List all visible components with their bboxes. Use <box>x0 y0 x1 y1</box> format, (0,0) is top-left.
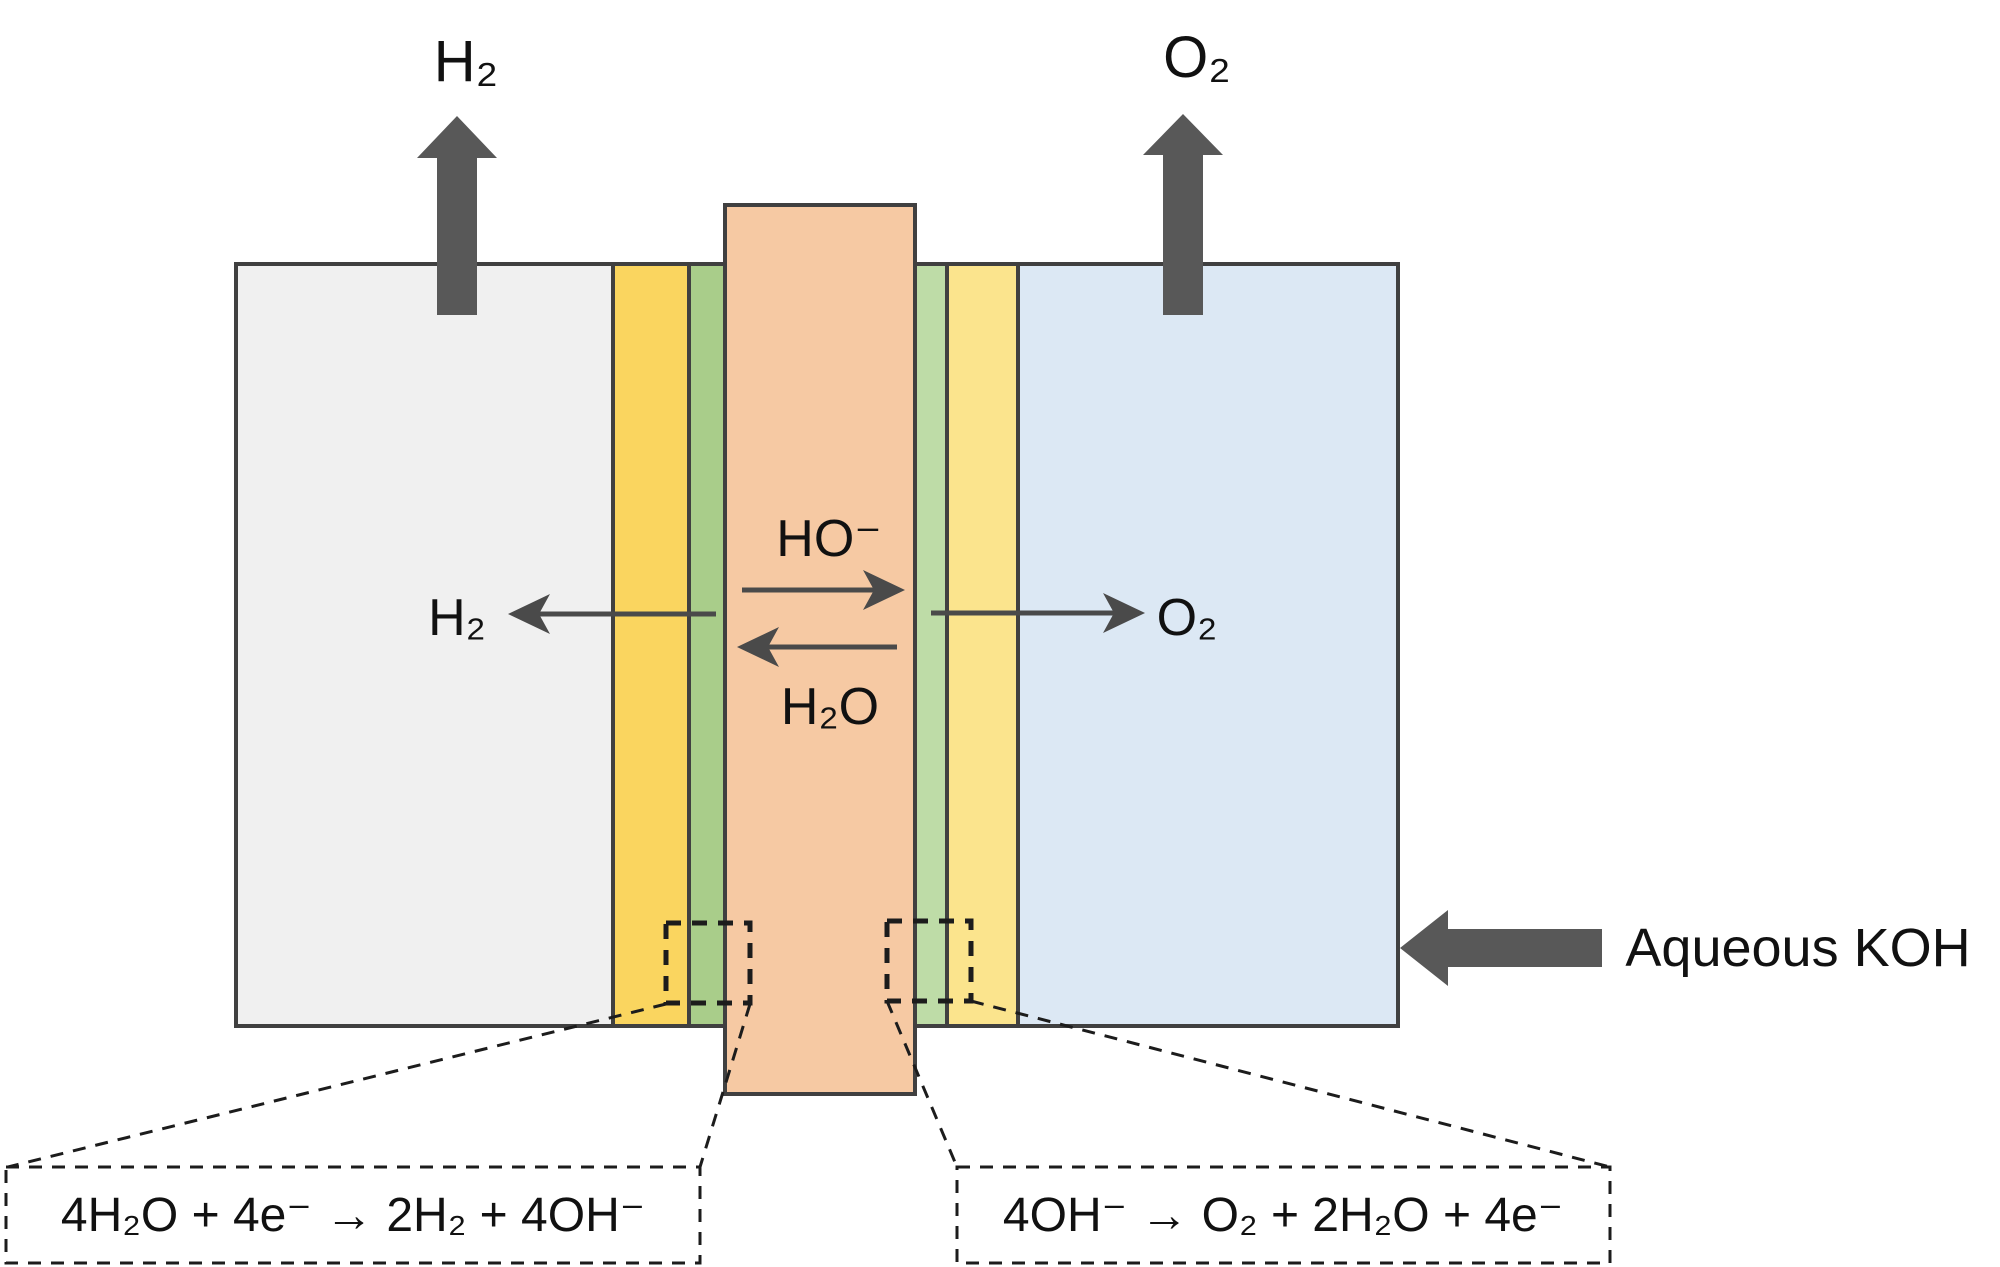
membrane-layer <box>723 203 917 1096</box>
anode-catalyst-layer <box>913 262 949 1028</box>
anode-reaction-label: 4OH⁻ → O₂ + 2H₂O + 4e⁻ <box>1002 1189 1564 1242</box>
cathode-callout-line-left <box>7 1002 667 1169</box>
h2-outlet-label: H₂ <box>433 29 499 94</box>
hydroxide-ion-label: HO⁻ <box>776 510 882 568</box>
cathode-reaction-label: 4H₂O + 4e⁻ → 2H₂ + 4OH⁻ <box>60 1189 646 1242</box>
h2-product-label: H₂ <box>428 589 486 647</box>
oxygen-compartment-box <box>1016 262 1400 1028</box>
cathode-electrode-layer <box>611 262 691 1028</box>
electrolyte-feed-label: Aqueous KOH <box>1625 918 1971 978</box>
o2-product-label: O₂ <box>1156 589 1218 647</box>
hydrogen-compartment-box <box>234 262 615 1028</box>
koh-feed-arrow <box>1400 910 1602 986</box>
o2-outlet-label: O₂ <box>1163 25 1231 90</box>
anode-electrode-layer <box>945 262 1020 1028</box>
water-label: H₂O <box>780 678 880 736</box>
cathode-catalyst-layer <box>687 262 727 1028</box>
